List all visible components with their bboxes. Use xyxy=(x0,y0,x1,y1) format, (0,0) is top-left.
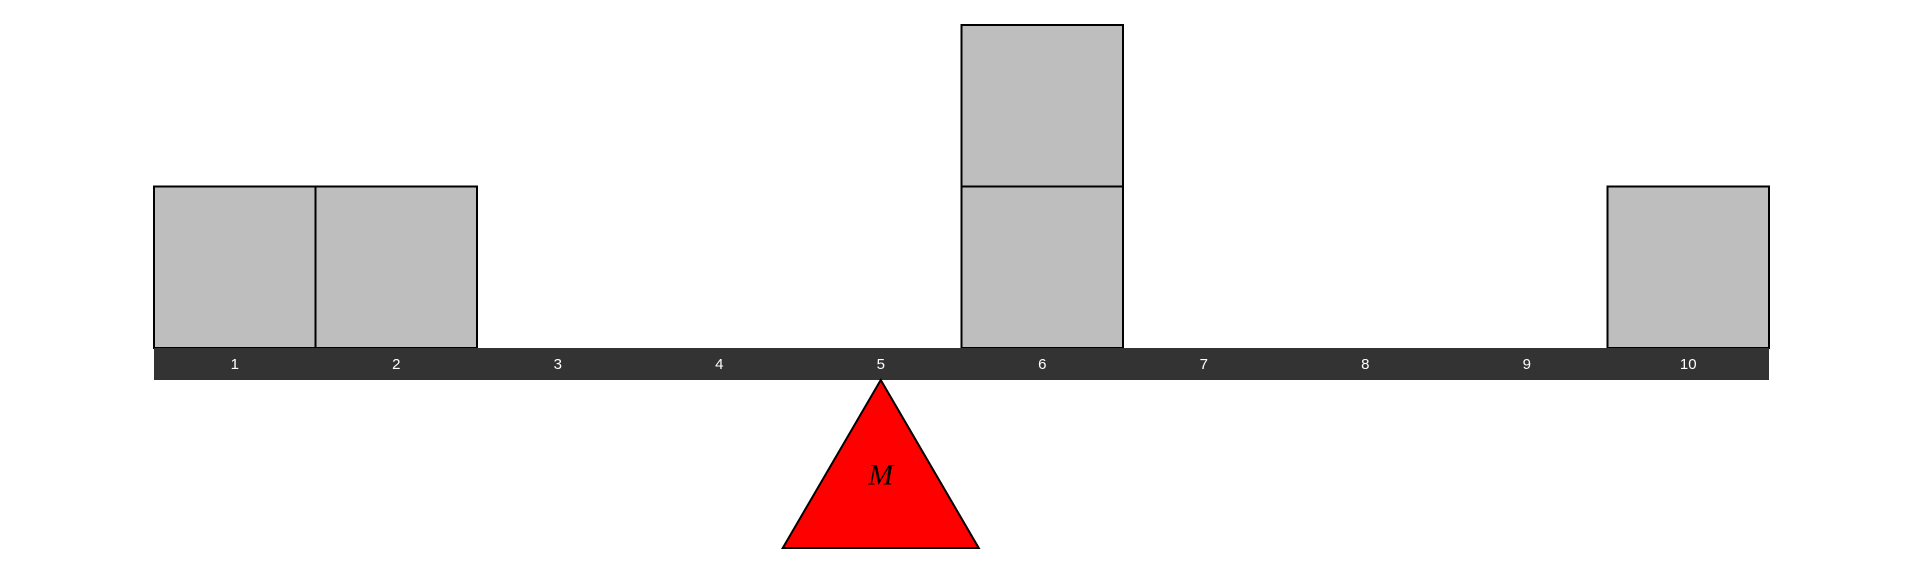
position-label-4: 4 xyxy=(715,356,723,373)
block-pos-6-level-1 xyxy=(960,185,1124,349)
position-label-5: 5 xyxy=(877,356,885,373)
position-label-6: 6 xyxy=(1038,356,1046,373)
position-labels: 1 2 3 4 5 6 7 8 9 10 xyxy=(231,356,1697,373)
position-label-9: 9 xyxy=(1523,356,1531,373)
position-label-2: 2 xyxy=(392,356,400,373)
beam xyxy=(154,348,1769,380)
block-pos-2-level-1 xyxy=(314,185,478,349)
block-pos-10-level-1 xyxy=(1606,185,1770,349)
blocks-layer xyxy=(153,24,1770,349)
fulcrum-label: M xyxy=(867,458,895,491)
position-label-1: 1 xyxy=(231,356,239,373)
position-label-7: 7 xyxy=(1200,356,1208,373)
fulcrum-triangle xyxy=(781,378,981,549)
block-pos-1-level-1 xyxy=(153,185,317,349)
block-pos-6-level-2 xyxy=(960,24,1124,188)
position-label-3: 3 xyxy=(554,356,562,373)
position-label-10: 10 xyxy=(1680,356,1697,373)
position-label-8: 8 xyxy=(1361,356,1369,373)
